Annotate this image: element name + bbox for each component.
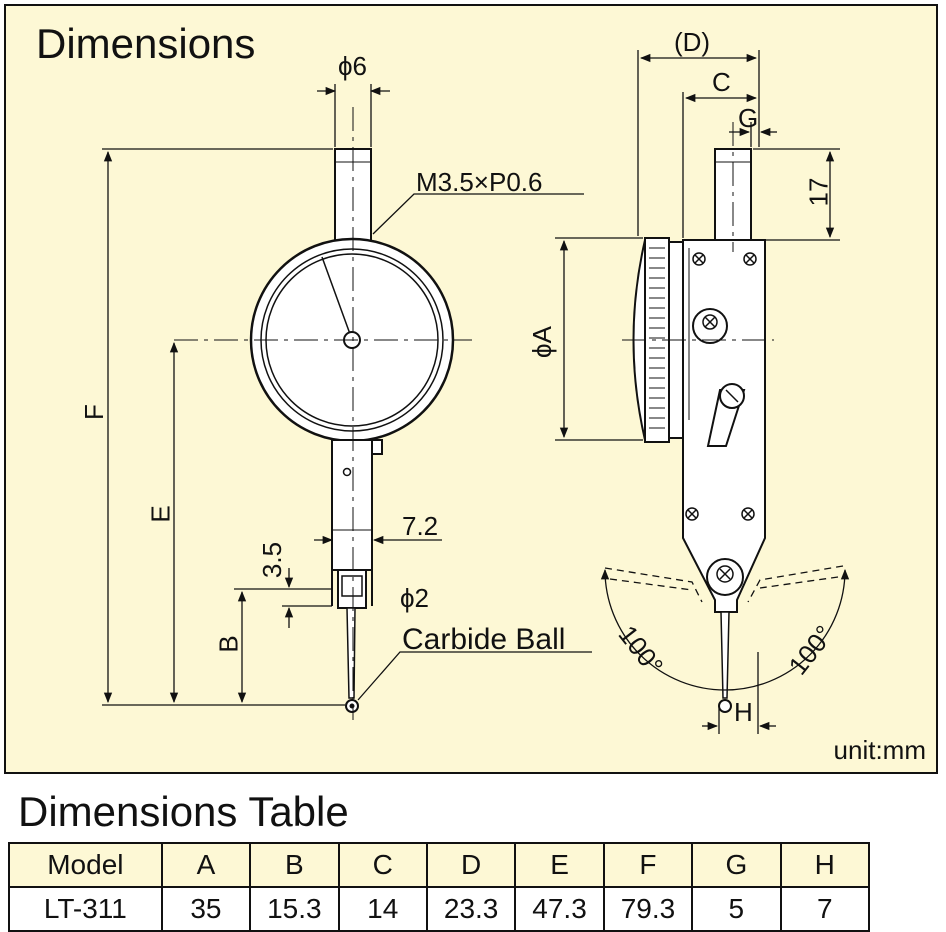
side-view — [604, 122, 844, 713]
dim-3-5-label: 3.5 — [257, 541, 288, 579]
header-E: E — [514, 842, 605, 888]
header-B: B — [249, 842, 340, 888]
cell-C: 14 — [337, 886, 428, 932]
cell-model: LT-311 — [8, 886, 163, 932]
dim-C-label: C — [712, 67, 731, 97]
dim-H-label: H — [734, 697, 753, 727]
dim-7-2-label: 7.2 — [402, 511, 439, 541]
dim-F-label: F — [78, 404, 109, 420]
carbide-ball-label: Carbide Ball — [402, 623, 566, 656]
header-F: F — [602, 842, 694, 888]
header-D: D — [425, 842, 517, 888]
unit-label: unit:mm — [833, 735, 926, 765]
header-G: G — [691, 842, 782, 888]
table-row: LT-311 35 15.3 14 23.3 47.3 79.3 5 7 — [8, 886, 871, 932]
dimensions-drawing-panel: Dimensions ϕ6 M3.5×P0.6 F E B 3.5 7.2 ϕ2… — [4, 4, 938, 774]
front-view — [174, 107, 472, 720]
phi6-label: ϕ6 — [338, 51, 368, 81]
thread-label: M3.5×P0.6 — [416, 167, 543, 197]
dim-G-label: G — [738, 103, 759, 133]
header-model: Model — [8, 842, 163, 888]
drawing-title: Dimensions — [36, 20, 256, 67]
cell-G: 5 — [691, 886, 782, 932]
cell-D: 23.3 — [425, 886, 517, 932]
header-H: H — [779, 842, 871, 888]
phi2-label: ϕ2 — [400, 583, 430, 613]
cell-H: 7 — [779, 886, 871, 932]
dim-B-label: B — [213, 635, 244, 653]
table-title: Dimensions Table — [18, 788, 349, 835]
dim-D-label: (D) — [674, 27, 711, 57]
cell-F: 79.3 — [602, 886, 694, 932]
cell-B: 15.3 — [249, 886, 340, 932]
technical-drawing — [102, 50, 850, 734]
header-A: A — [160, 842, 252, 888]
cell-E: 47.3 — [514, 886, 605, 932]
side-dimensions — [555, 50, 850, 734]
dimensions-table: Model A B C D E F G H LT-311 35 15.3 14 … — [8, 842, 871, 932]
dim-E-label: E — [145, 505, 176, 523]
table-header-row: Model A B C D E F G H — [8, 842, 871, 888]
front-dimensions — [102, 84, 592, 706]
cell-A: 35 — [160, 886, 252, 932]
dim-17-label: 17 — [803, 177, 834, 207]
phiA-label: ϕA — [526, 326, 557, 358]
header-C: C — [337, 842, 428, 888]
